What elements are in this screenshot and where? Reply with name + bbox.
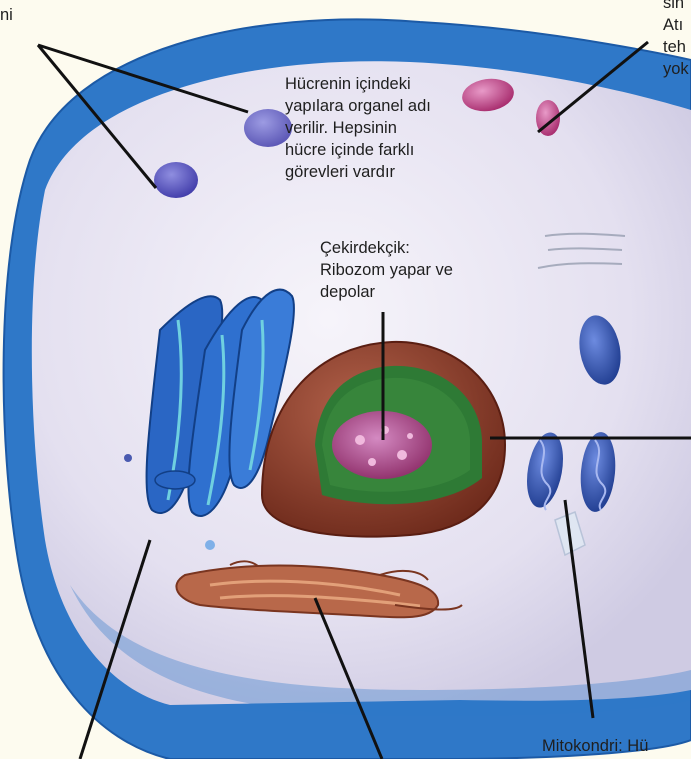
label-fragment-top-right: sin Atı teh yok [663,0,689,80]
nucleolus-note: Çekirdekçik: Ribozom yapar ve depolar [320,237,520,303]
organel-note: Hücrenin içindeki yapılara organel adı v… [285,73,505,183]
mitochondria-note: Mitokondri: Hü [542,735,648,757]
vesicle-left-small [154,162,198,198]
label-fragment-top-left: ni [0,4,13,26]
